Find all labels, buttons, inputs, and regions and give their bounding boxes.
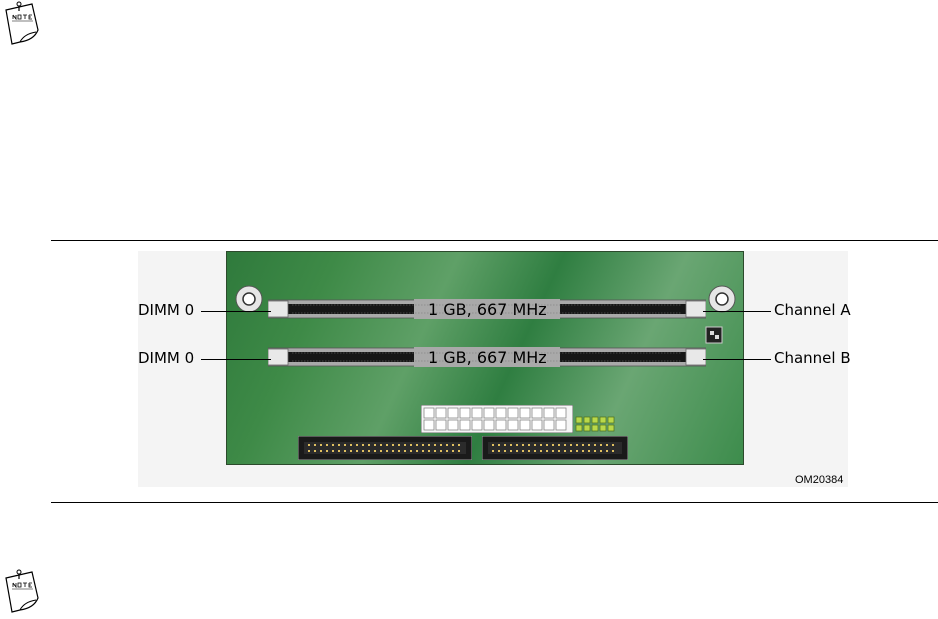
note-icon <box>5 1 39 45</box>
leader-line <box>703 311 771 312</box>
callout-dimm-a: DIMM 0 <box>138 301 195 319</box>
figure-id: OM20384 <box>795 474 844 486</box>
callout-dimm-b: DIMM 0 <box>138 349 195 367</box>
dimm-capacity-label: 1 GB, 667 MHz <box>428 300 547 319</box>
leader-line <box>201 311 271 312</box>
header-pins <box>575 416 615 432</box>
callout-channel-b: Channel B <box>774 349 851 367</box>
ide-connector <box>482 436 628 460</box>
callout-channel-a: Channel A <box>774 301 851 319</box>
power-connector <box>421 405 573 433</box>
ide-connector <box>298 436 472 460</box>
dimm-capacity-label: 1 GB, 667 MHz <box>428 348 547 367</box>
dimm-slot-channel-a <box>268 299 706 319</box>
figure-bottom-rule <box>51 502 938 503</box>
leader-line <box>703 359 771 360</box>
figure-top-rule <box>51 240 938 241</box>
jumper-icon <box>705 326 723 344</box>
dimm-slot-channel-b <box>268 347 706 367</box>
mounting-hole-icon <box>235 285 263 313</box>
note-icon <box>5 569 39 613</box>
leader-line <box>201 359 271 360</box>
mounting-hole-icon <box>708 285 736 313</box>
